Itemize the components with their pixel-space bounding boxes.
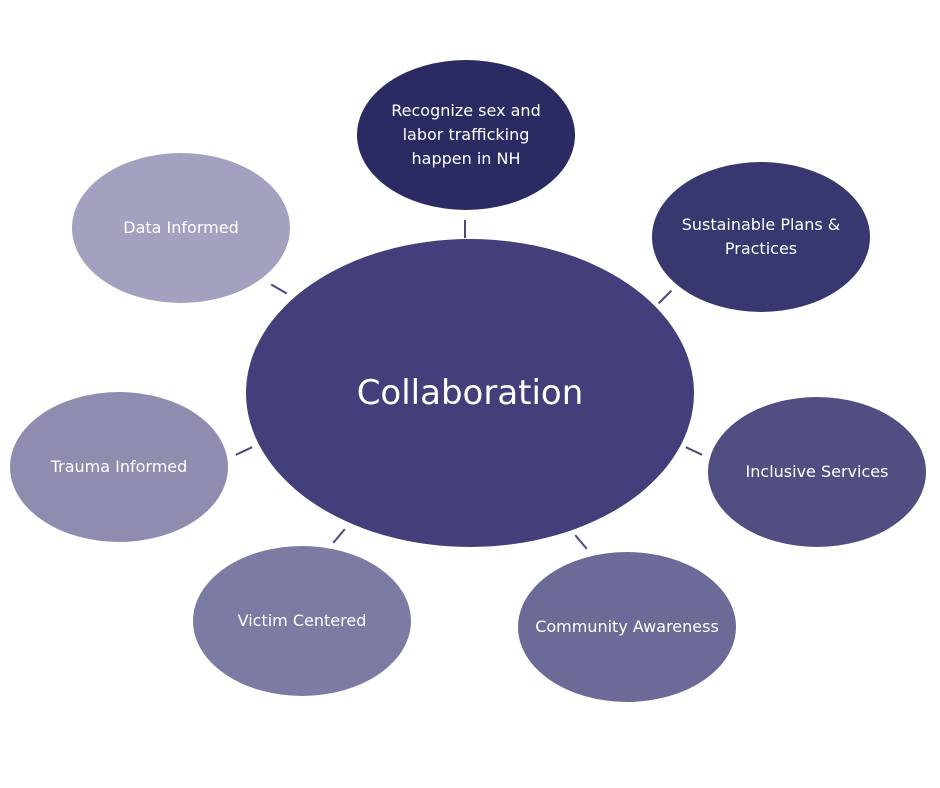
satellite-node-label: Sustainable Plans & Practices xyxy=(681,215,841,258)
center-node-label: Collaboration xyxy=(356,373,584,413)
connector-line xyxy=(464,220,466,238)
satellite-node-label: Inclusive Services xyxy=(745,462,889,481)
satellite-node-trauma-informed: Trauma Informed xyxy=(9,391,229,543)
connector-line xyxy=(574,534,588,550)
connector-line xyxy=(332,528,346,544)
satellite-node-label: Recognize sex and labor trafficking happ… xyxy=(391,101,541,168)
connector-line xyxy=(657,289,673,305)
satellite-node-data-informed: Data Informed xyxy=(71,152,291,304)
connector-line xyxy=(685,446,703,456)
center-node-collaboration: Collaboration xyxy=(245,238,695,548)
satellite-node-inclusive-services: Inclusive Services xyxy=(707,396,927,548)
satellite-node-label: Community Awareness xyxy=(535,617,719,636)
satellite-node-label: Victim Centered xyxy=(237,611,367,630)
satellite-node-label: Trauma Informed xyxy=(50,457,188,476)
connector-line xyxy=(270,283,288,295)
satellite-node-sustainable-plans: Sustainable Plans & Practices xyxy=(651,161,871,313)
satellite-node-community-awareness: Community Awareness xyxy=(517,551,737,703)
connector-line xyxy=(235,446,253,456)
satellite-node-recognize-trafficking: Recognize sex and labor trafficking happ… xyxy=(356,59,576,211)
satellite-node-label: Data Informed xyxy=(123,218,239,237)
satellite-node-victim-centered: Victim Centered xyxy=(192,545,412,697)
